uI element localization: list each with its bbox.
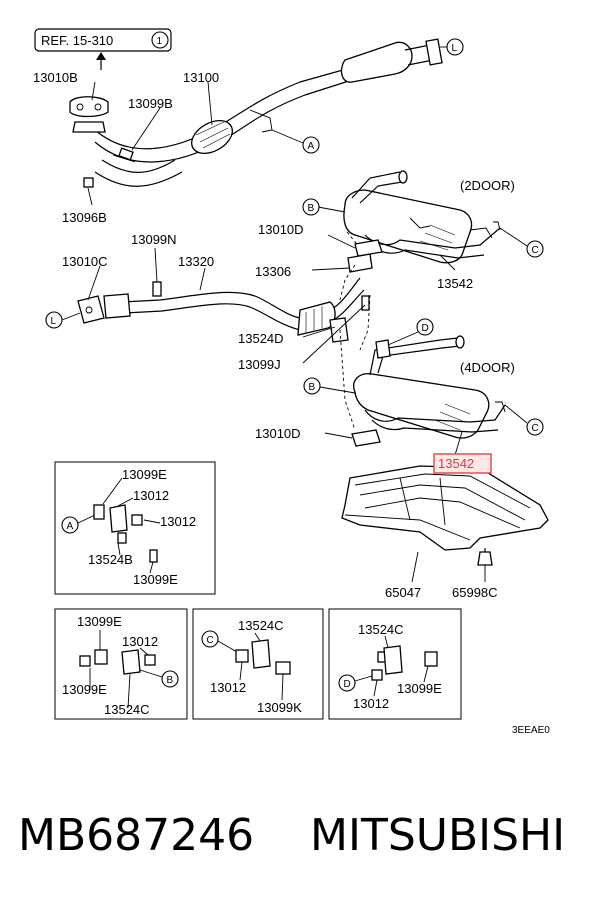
front-exhaust-pipe bbox=[94, 38, 443, 187]
nut-13096B bbox=[83, 177, 94, 188]
marker-B-top: B bbox=[302, 198, 346, 216]
detail-B-13099E-top: 13099E bbox=[77, 614, 122, 629]
flange-13010B bbox=[69, 96, 109, 133]
reference-text: REF. 15-310 bbox=[41, 33, 113, 48]
label-13099N: 13099N bbox=[131, 232, 177, 247]
label-13100: 13100 bbox=[183, 70, 219, 85]
marker-D: D bbox=[387, 318, 434, 346]
heat-protector-65047 bbox=[341, 465, 549, 551]
label-13099B: 13099B bbox=[128, 96, 173, 111]
center-pipe-13320 bbox=[77, 253, 373, 343]
reference-number: 1 bbox=[157, 36, 163, 47]
svg-text:A: A bbox=[308, 141, 315, 152]
gasket-top bbox=[354, 239, 383, 257]
detail-D-13012: 13012 bbox=[353, 696, 389, 711]
detail-C-13012: 13012 bbox=[210, 680, 246, 695]
clip-65998C bbox=[477, 548, 493, 566]
detail-D: D 13524C 13012 13099E bbox=[328, 608, 462, 720]
detail-A-13099E-top: 13099E bbox=[122, 467, 167, 482]
reference-box: REF. 15-310 1 bbox=[34, 28, 172, 70]
detail-A-13012-top: 13012 bbox=[133, 488, 169, 503]
detail-A-13524B: 13524B bbox=[88, 552, 133, 567]
detail-B-13012: 13012 bbox=[122, 634, 158, 649]
label-13542-bottom: 13542 bbox=[438, 456, 474, 471]
detail-C: C 13524C 13012 13099K bbox=[192, 608, 324, 720]
detail-A: A 13099E 13012 13012 13524B 13099E bbox=[54, 461, 216, 595]
label-13096B: 13096B bbox=[62, 210, 107, 225]
gasket-bottom bbox=[351, 429, 381, 447]
footer: MB687246 MITSUBISHI bbox=[18, 810, 588, 870]
marker-A-top: A bbox=[271, 129, 320, 154]
svg-text:C: C bbox=[532, 423, 539, 434]
connector-lines bbox=[339, 231, 371, 431]
drawing-code: 3EEAE0 bbox=[512, 725, 550, 736]
label-13320: 13320 bbox=[178, 254, 214, 269]
variant-2door: (2DOOR) bbox=[460, 178, 515, 193]
detail-A-13012-right: 13012 bbox=[160, 514, 196, 529]
marker-L-top: L bbox=[440, 38, 464, 56]
svg-text:L: L bbox=[452, 43, 458, 54]
svg-text:B: B bbox=[308, 203, 315, 214]
detail-B: B 13099E 13012 13099E 13524C bbox=[54, 608, 188, 720]
svg-text:B: B bbox=[167, 675, 174, 686]
svg-text:C: C bbox=[207, 635, 214, 646]
detail-C-13524C: 13524C bbox=[238, 618, 284, 633]
detail-D-13099E: 13099E bbox=[397, 681, 442, 696]
highlighted-part-13542: 13542 bbox=[433, 453, 492, 474]
label-13010B: 13010B bbox=[33, 70, 78, 85]
marker-C-top: C bbox=[499, 227, 544, 258]
label-65998C: 65998C bbox=[452, 585, 498, 600]
detail-D-13524C: 13524C bbox=[358, 622, 404, 637]
label-65047: 65047 bbox=[385, 585, 421, 600]
svg-text:L: L bbox=[51, 316, 57, 327]
label-13542-top: 13542 bbox=[437, 276, 473, 291]
svg-text:D: D bbox=[344, 679, 351, 690]
svg-text:A: A bbox=[67, 521, 74, 532]
svg-text:B: B bbox=[309, 382, 316, 393]
marker-C-bottom: C bbox=[504, 404, 544, 436]
detail-C-13099K: 13099K bbox=[257, 700, 302, 715]
marker-B-bottom: B bbox=[303, 377, 356, 395]
brand-name: MITSUBISHI bbox=[310, 810, 566, 861]
label-13010D-bottom: 13010D bbox=[255, 426, 301, 441]
marker-L-left: L bbox=[45, 311, 81, 329]
label-13099J: 13099J bbox=[238, 357, 281, 372]
label-13306: 13306 bbox=[255, 264, 291, 279]
muffler-2door bbox=[343, 170, 501, 264]
label-13524D: 13524D bbox=[238, 331, 284, 346]
label-13010D-top: 13010D bbox=[258, 222, 304, 237]
part-number: MB687246 bbox=[18, 810, 255, 861]
muffler-4door bbox=[353, 335, 506, 439]
variant-4door: (4DOOR) bbox=[460, 360, 515, 375]
leader-lines bbox=[87, 81, 486, 583]
label-13010C: 13010C bbox=[62, 254, 108, 269]
svg-text:C: C bbox=[532, 245, 539, 256]
detail-A-13099E-bottom: 13099E bbox=[133, 572, 178, 587]
detail-B-13099E-bottom: 13099E bbox=[62, 682, 107, 697]
detail-B-13524C: 13524C bbox=[104, 702, 150, 717]
svg-text:D: D bbox=[422, 323, 429, 334]
